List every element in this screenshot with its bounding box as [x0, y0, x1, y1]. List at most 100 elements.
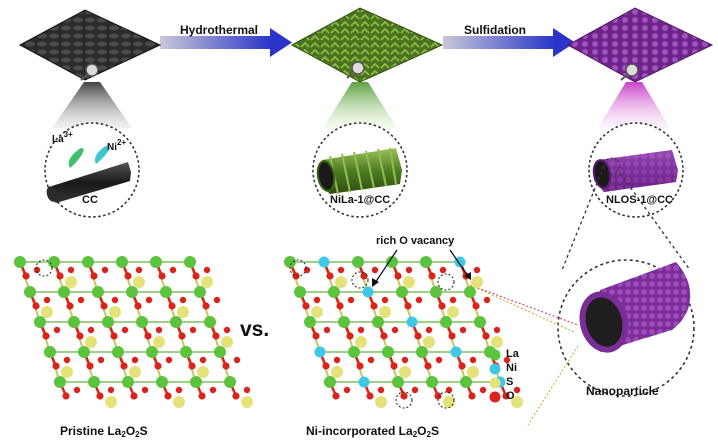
s-atom	[443, 396, 455, 408]
o-atom	[63, 356, 71, 364]
o-atom	[155, 326, 163, 334]
la-atom	[440, 316, 452, 328]
o-atom	[381, 296, 389, 304]
o-atom	[97, 356, 105, 364]
o-atom	[401, 356, 409, 364]
o-atom	[121, 326, 129, 334]
o-atom	[400, 392, 408, 400]
vacancy-marker	[437, 391, 455, 409]
o-atom	[502, 392, 510, 400]
s-atom	[197, 366, 209, 378]
legend-o-swatch	[489, 391, 501, 403]
vs-label: vs.	[240, 318, 270, 341]
ni-ion-label: Ni2+	[107, 138, 127, 153]
la-atom	[24, 286, 36, 298]
la-atom	[416, 346, 428, 358]
la-atom	[304, 316, 316, 328]
o-atom	[67, 266, 75, 274]
o-atom	[203, 266, 211, 274]
vacancy-arrow	[449, 249, 469, 277]
la-atom	[392, 376, 404, 388]
o-atom	[164, 392, 172, 400]
ni-atom	[314, 346, 326, 358]
la-atom	[136, 316, 148, 328]
o-atom	[336, 302, 344, 310]
la-atom	[126, 286, 138, 298]
vacancy-marker	[395, 391, 413, 409]
la-atom	[54, 376, 66, 388]
s-atom	[379, 306, 391, 318]
o-atom	[189, 326, 197, 334]
o-atom	[346, 332, 354, 340]
la-atom	[328, 286, 340, 298]
o-atom	[391, 326, 399, 334]
zoom-guide-line	[561, 165, 605, 271]
la-atom	[190, 376, 202, 388]
ni-atom	[358, 376, 370, 388]
sulfidation-arrow	[443, 28, 575, 57]
o-atom	[337, 266, 345, 274]
o-atom	[371, 266, 379, 274]
o-atom	[131, 356, 139, 364]
hydrothermal-arrow	[160, 28, 292, 57]
o-atom	[96, 392, 104, 400]
o-atom	[124, 272, 132, 280]
la-atom	[102, 316, 114, 328]
o-atom	[425, 326, 433, 334]
o-atom	[483, 296, 491, 304]
la-atom	[460, 376, 472, 388]
o-atom	[222, 362, 230, 370]
la-atom	[170, 316, 182, 328]
o-atom	[135, 266, 143, 274]
cc-label: CC	[82, 194, 98, 206]
la-atom	[204, 316, 216, 328]
la-atom	[294, 286, 306, 298]
sulfidation-label: Sulfidation	[464, 23, 526, 37]
o-atom	[366, 392, 374, 400]
o-atom	[390, 362, 398, 370]
o-atom	[120, 362, 128, 370]
o-atom	[473, 266, 481, 274]
o-atom	[202, 302, 210, 310]
o-atom	[32, 302, 40, 310]
ni-caption: Ni-incorporated La2O2S	[306, 424, 439, 439]
o-atom	[332, 392, 340, 400]
o-atom	[243, 386, 251, 394]
s-atom	[447, 306, 459, 318]
s-atom	[85, 336, 97, 348]
o-atom	[449, 296, 457, 304]
o-atom	[168, 302, 176, 310]
magnifier-icon	[80, 63, 99, 81]
o-atom	[347, 296, 355, 304]
o-atom	[52, 362, 60, 370]
ni-atom	[406, 316, 418, 328]
o-atom	[233, 356, 241, 364]
magnifier-icon	[620, 63, 639, 81]
la-atom	[430, 286, 442, 298]
o-atom	[213, 296, 221, 304]
o-atom	[479, 386, 487, 394]
s-atom	[355, 336, 367, 348]
connector-line	[469, 284, 579, 326]
zoom-beam-nlos	[598, 82, 670, 128]
vacancy-arrow	[464, 272, 471, 280]
o-atom	[313, 296, 321, 304]
s-atom	[403, 276, 415, 288]
o-atom	[380, 332, 388, 340]
o-atom	[493, 326, 501, 334]
o-atom	[292, 272, 300, 280]
s-atom	[335, 276, 347, 288]
o-atom	[134, 302, 142, 310]
la-atom	[88, 376, 100, 388]
legend-o-label: O	[506, 390, 515, 402]
o-atom	[377, 386, 385, 394]
o-atom	[87, 326, 95, 334]
o-atom	[66, 302, 74, 310]
vacancy-marker	[351, 271, 369, 289]
zoom-beam-nila	[323, 82, 397, 128]
s-atom	[375, 396, 387, 408]
legend-la-label: La	[506, 348, 519, 360]
o-atom	[141, 386, 149, 394]
magnifier-icon	[346, 61, 365, 79]
